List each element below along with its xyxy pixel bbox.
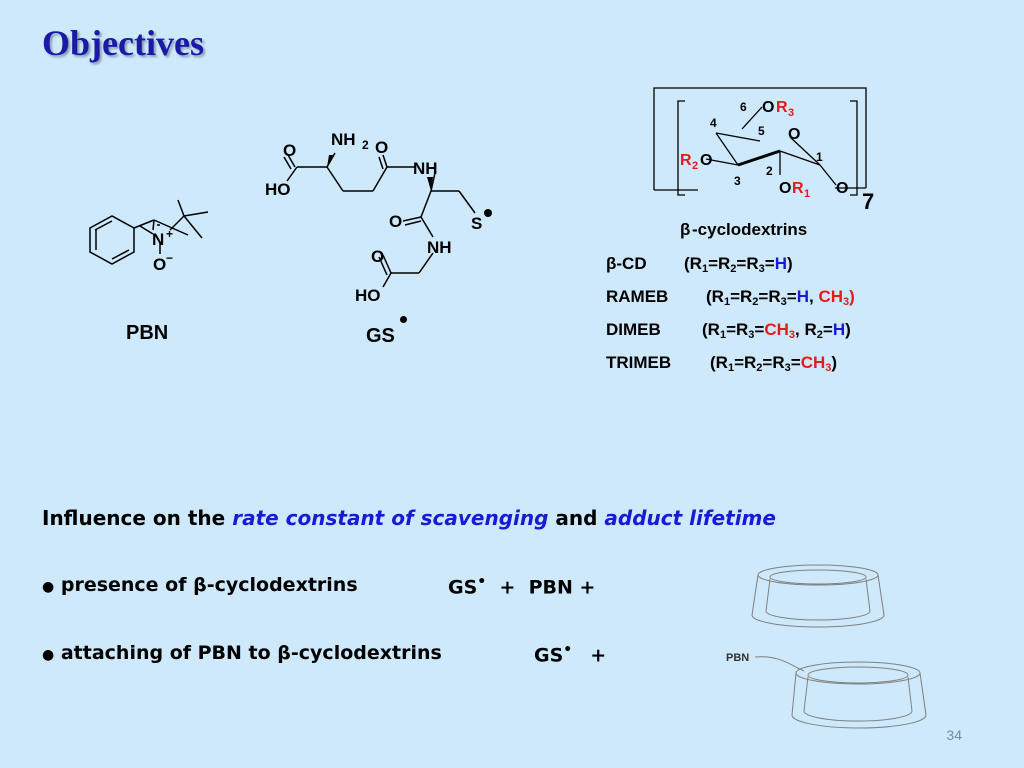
svg-text:1: 1 [804,188,810,200]
svg-text:S: S [471,214,482,233]
svg-text:3: 3 [734,174,741,188]
pbn-n-atom: N [152,230,164,249]
svg-text:O: O [375,138,388,157]
svg-text:4: 4 [710,116,717,130]
svg-text:O: O [762,99,774,116]
variant-trimeb: TRIMEB(R1=R2=R3=CH3) [606,353,838,374]
cone-pbn-label: PBN [726,652,749,664]
svg-text:R: R [792,180,804,197]
svg-text:O: O [788,126,800,143]
variant-rameb: RAMEB(R1=R2=R3=H, CH3) [606,287,855,308]
svg-text:2: 2 [766,164,773,178]
svg-text:2: 2 [692,160,698,172]
svg-text:NH: NH [331,130,356,149]
svg-text:O: O [283,141,296,160]
variant-beta-cd: β-CD(R1=R2=R3=H) [606,254,793,275]
svg-text:2: 2 [362,138,369,152]
svg-text:−: − [166,251,173,265]
svg-text:NH: NH [413,159,438,178]
svg-text:5: 5 [758,124,765,138]
svg-text:NH: NH [427,238,452,257]
bullet-presence: ● presence of β-cyclodextrins [42,574,358,596]
svg-text:O: O [389,212,402,231]
gs-label: GS [366,325,395,347]
equation-presence: GS• + PBN + [448,574,596,599]
svg-text:O: O [779,180,791,197]
svg-text:-cyclodextrins: -cyclodextrins [692,220,807,239]
svg-text:6: 6 [740,100,747,114]
bullet-attaching: ● attaching of PBN to β-cyclodextrins [42,642,442,664]
cyclodextrin-cones: PBN [726,564,927,729]
gs-radical-dot [400,316,407,323]
gs-structure: NH 2 O O HO NH S O NH O HO [265,130,492,305]
svg-text:+: + [166,227,173,241]
pbn-label: PBN [126,322,169,344]
cyclodextrin-variants: β-CD(R1=R2=R3=H) RAMEB(R1=R2=R3=H, CH3) … [606,250,855,382]
svg-text:HO: HO [265,180,291,199]
svg-text:O: O [700,152,712,169]
pbn-o-atom: O [153,255,166,274]
svg-text:HO: HO [355,286,381,305]
equation-attaching: GS•+ [534,642,607,667]
svg-text:β: β [680,220,690,239]
svg-text:3: 3 [788,107,794,119]
influence-heading: Influence on the rate constant of scaven… [42,506,776,530]
variant-dimeb: DIMEB(R1=R3=CH3, R2=H) [606,320,851,341]
svg-text:O: O [371,247,384,266]
page-number: 34 [946,727,962,743]
radical-dot [484,209,492,217]
svg-text:R: R [680,152,692,169]
svg-text:1: 1 [816,150,823,164]
svg-text:O: O [836,180,848,197]
cone-top [751,564,885,628]
svg-text:R: R [776,99,788,116]
svg-text:7: 7 [862,189,874,214]
pbn-structure: N + O − [89,199,209,274]
cyclodextrin-structure: O R 3 O R 2 O O R 1 O 6 4 5 1 2 3 7 β -c… [653,87,874,239]
slide-title: Objectives [42,23,204,63]
cone-bottom [754,656,927,729]
